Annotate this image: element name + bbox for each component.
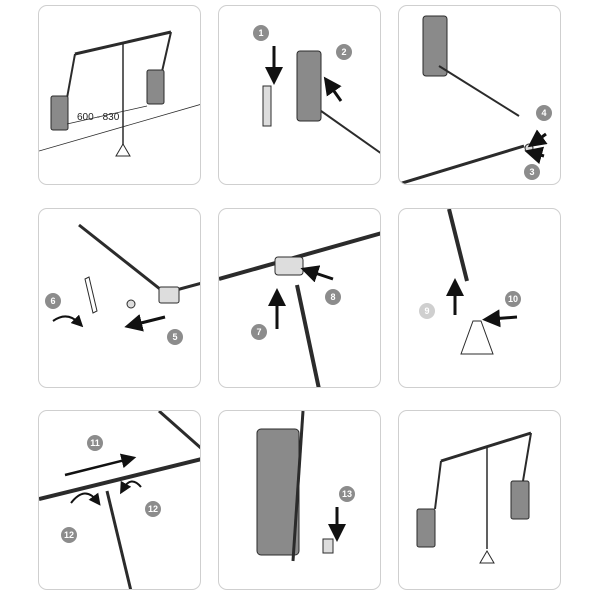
svg-text:2: 2 <box>341 47 346 57</box>
rod-handle <box>115 143 131 157</box>
overview-illustration: 600 - 830 <box>39 30 200 157</box>
svg-text:9: 9 <box>424 306 429 316</box>
arrow-up <box>323 76 343 102</box>
panel-step-7-8: 8 7 <box>218 208 381 388</box>
arm <box>291 411 305 562</box>
svg-text:10: 10 <box>508 294 518 304</box>
badge-6: 6 <box>45 293 61 309</box>
rod-handle <box>479 550 495 564</box>
badge-2: 2 <box>336 44 352 60</box>
hanging-rail <box>440 431 532 463</box>
panel-overview: 600 - 830 <box>38 5 201 185</box>
rod-handle <box>460 320 494 355</box>
left-arm <box>434 460 442 510</box>
end-cap <box>158 286 180 304</box>
svg-text:8: 8 <box>330 292 335 302</box>
svg-text:1: 1 <box>258 28 263 38</box>
panel-step-5-6: 6 5 <box>38 208 201 388</box>
lift-body <box>256 428 300 556</box>
svg-text:6: 6 <box>50 296 55 306</box>
svg-text:11: 11 <box>90 438 100 448</box>
assembled-illustration <box>416 431 532 564</box>
arrow-3 <box>524 146 545 165</box>
svg-text:12: 12 <box>64 530 74 540</box>
arm <box>158 411 200 450</box>
rail <box>39 457 200 501</box>
right-arm <box>522 432 532 482</box>
arm <box>78 223 166 295</box>
badge-7: 7 <box>251 324 267 340</box>
pull-rod <box>295 284 321 387</box>
left-lift-body <box>50 95 69 131</box>
badge-5: 5 <box>167 329 183 345</box>
svg-text:12: 12 <box>148 504 158 514</box>
panel-step-13: 13 <box>218 410 381 590</box>
arm <box>438 65 520 117</box>
coupler <box>274 256 304 276</box>
step-9-10-illustration: 9 10 <box>419 209 521 355</box>
badge-4: 4 <box>536 105 552 121</box>
right-lift-body <box>146 69 165 105</box>
right-lift-body <box>510 480 530 520</box>
panel-step-3-4: 4 3 <box>398 5 561 185</box>
rail <box>399 144 525 184</box>
badge-3: 3 <box>524 164 540 180</box>
arrow-4 <box>527 129 548 148</box>
arrow-10 <box>482 309 518 328</box>
arrow-5 <box>124 314 166 332</box>
panel-assembled <box>398 410 561 590</box>
left-arm <box>66 53 76 99</box>
arrow-8 <box>300 265 334 283</box>
pull-rod <box>105 490 133 589</box>
svg-text:4: 4 <box>541 108 546 118</box>
lift-body <box>422 15 448 77</box>
screw <box>126 299 136 309</box>
left-lift-body <box>416 508 436 548</box>
badge-11: 11 <box>87 435 103 451</box>
step-13-illustration: 13 <box>256 411 355 562</box>
badge-13: 13 <box>339 486 355 502</box>
badge-1: 1 <box>253 25 269 41</box>
lift-body <box>296 50 322 122</box>
pull-rod <box>447 209 469 282</box>
step-1-2-illustration: 1 2 <box>253 25 380 154</box>
joint <box>524 143 534 153</box>
svg-text:7: 7 <box>256 327 261 337</box>
hex-key <box>84 276 98 314</box>
rotate-arrow-6 <box>52 314 84 328</box>
badge-9: 9 <box>419 303 435 319</box>
step-7-8-illustration: 8 7 <box>219 231 380 387</box>
svg-text:3: 3 <box>529 167 534 177</box>
svg-text:13: 13 <box>342 489 352 499</box>
rotate-arrow-12-left <box>70 492 101 506</box>
slide-arrow-11 <box>64 453 137 477</box>
panel-step-11-12: 11 12 12 <box>38 410 201 590</box>
dimension-label: 600 - 830 <box>77 112 120 123</box>
svg-text:5: 5 <box>172 332 177 342</box>
badge-12-left: 12 <box>61 527 77 543</box>
right-arm <box>160 31 172 77</box>
badge-8: 8 <box>325 289 341 305</box>
wall-bracket <box>262 85 272 127</box>
badge-12-right: 12 <box>145 501 161 517</box>
floor-line <box>39 104 200 152</box>
cover-cap <box>322 538 334 554</box>
step-5-6-illustration: 6 5 <box>45 223 200 345</box>
rail <box>219 231 380 281</box>
step-11-12-illustration: 11 12 12 <box>39 411 200 589</box>
rotate-arrow-12-right <box>120 480 142 495</box>
badge-10: 10 <box>505 291 521 307</box>
dimension-line <box>66 105 148 125</box>
step-3-4-illustration: 4 3 <box>399 15 552 184</box>
panel-step-1-2: 1 2 <box>218 5 381 185</box>
panel-step-9-10: 9 10 <box>398 208 561 388</box>
